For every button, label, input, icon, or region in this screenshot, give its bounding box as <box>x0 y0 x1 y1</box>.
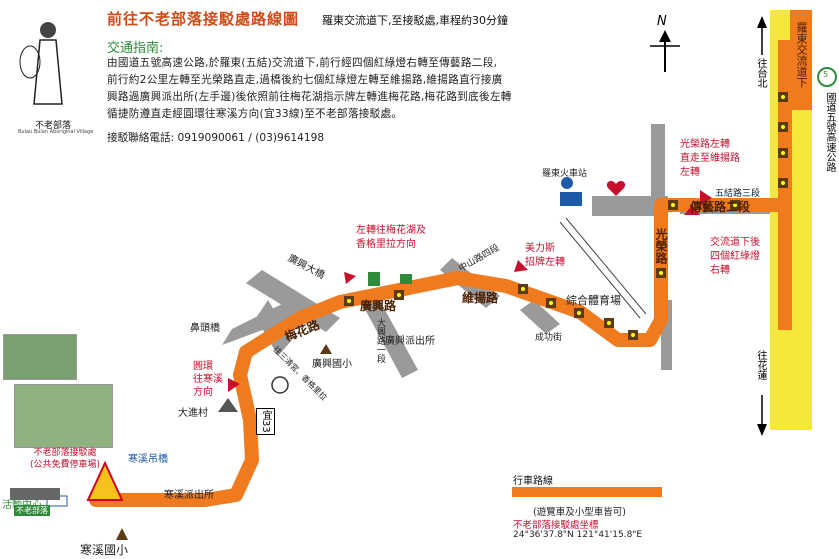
railway <box>559 217 647 319</box>
annotation-meilisi: 美力斯 招牌左轉 <box>525 243 565 268</box>
annotation-guangrong: 光榮路左轉 直走至維揚路 左轉 <box>680 139 740 178</box>
guide-line: 興路過廣興派出所(左手邊)後依照前往梅花湖指示牌左轉進梅花路,梅花路到底後左轉 <box>107 91 512 103</box>
north-label: N <box>657 14 667 29</box>
police1-label: 廣興派出所 <box>385 336 435 347</box>
highway-shield-number: 5 <box>823 70 829 79</box>
village-name: 不老部落 <box>35 121 72 131</box>
roundabout <box>271 376 289 394</box>
legend-coord-title: 不老部落接駁處坐標 <box>513 520 599 531</box>
ahead-sign: 不老部落 <box>14 505 50 516</box>
hospital-icon <box>606 181 626 196</box>
highway-exit-label: 羅東交流道下 <box>795 22 808 88</box>
store-icon <box>368 272 380 286</box>
yi33-sign: 宜33 <box>256 408 275 435</box>
photo-road <box>14 384 113 448</box>
stadium-label: 綜合體育場 <box>566 294 621 307</box>
hanxi-bridge-label: 寒溪吊橋 <box>128 454 168 465</box>
to-hualien: 往花蓮 <box>755 350 766 380</box>
road-dongxing <box>360 290 418 378</box>
north-arrow <box>650 30 680 72</box>
school2-label: 寒溪國小 <box>80 543 129 557</box>
road-weiyang: 維揚路 <box>462 291 499 305</box>
guide-line: 由國道五號高速公路,於羅東(五結)交流道下,前行經四個紅綠燈右轉至傳藝路二段, <box>107 57 498 69</box>
traffic-light-dots <box>347 95 785 337</box>
road-station <box>592 196 668 216</box>
highway-name: 國道五號高速公路 <box>824 92 835 172</box>
village-name-en: Bulau Bulan Aboriginal Village <box>18 129 94 135</box>
map-subtitle: 羅東交流道下,至接駁處,車程約30分鐘 <box>322 14 508 27</box>
guide-heading: 交通指南: <box>107 41 164 56</box>
annotation-exit: 交流道下後 四個紅綠燈 右轉 <box>710 237 760 276</box>
road-guangrong: 光榮路 <box>654 228 668 264</box>
legend-coord: 24°36'37.8"N 121°41'15.8"E <box>513 530 643 540</box>
wujie-road: 五結路三段 <box>715 189 761 199</box>
bitou-bridge: 鼻頭橋 <box>190 323 220 334</box>
chenggong-street: 成功街 <box>535 333 563 343</box>
annotation-pickup: 不老部落接駁處 (公共免費停車場) <box>30 448 101 470</box>
school1-label: 廣興國小 <box>312 359 352 370</box>
dongxing-road: 大興路一段 <box>375 318 385 363</box>
datong-label: 大進村 <box>178 408 208 419</box>
guide-line: 前行約2公里左轉至光榮路直走,過橋後約七個紅綠燈左轉至維揚路,維揚路直行接廣 <box>107 74 503 86</box>
village-figure-icon <box>19 22 63 105</box>
legend-allow: (遊覽車及小型車皆可) <box>533 507 626 518</box>
station-label: 羅東火車站 <box>542 169 588 179</box>
highway-exit <box>790 10 812 110</box>
road-guangxing: 廣興路 <box>360 299 397 313</box>
contact-phone: 接駁聯絡電話: 0919090061 / (03)9614198 <box>107 132 325 144</box>
station-icon <box>560 192 582 206</box>
map-title: 前往不老部落接駁處路線圖 <box>107 10 300 28</box>
photo-sign <box>3 334 77 380</box>
annotation-meihua: 左轉往梅花湖及 香格里拉方向 <box>356 225 426 250</box>
road-chuanyi: 傳藝路二段 <box>690 200 751 214</box>
police2-label: 寒溪派出所 <box>164 490 214 501</box>
road-guangrong-north <box>651 124 665 200</box>
legend-title: 行車路線 <box>513 476 553 487</box>
highway-shield <box>817 67 837 87</box>
route <box>89 198 785 507</box>
road-chenggong <box>520 300 560 334</box>
guide-line: 循捷防遵直走經圓環往寒溪方向(宜33線)至不老部落接駁處。 <box>107 108 403 120</box>
to-taipei: 往台北 <box>755 58 766 88</box>
parking-icon <box>86 460 124 501</box>
annotation-roundabout: 圓環 往寒溪 方向 <box>193 361 223 398</box>
red-arrows <box>228 190 712 392</box>
legend-route-swatch <box>512 487 662 497</box>
